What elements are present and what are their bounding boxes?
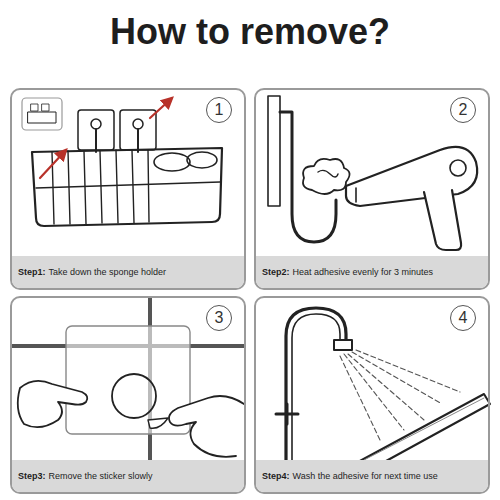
step-number: 2 [459, 102, 468, 118]
step-number-badge: 1 [206, 97, 232, 123]
step-instruction: Take down the sponge holder [49, 267, 167, 278]
dryer-vent [450, 160, 466, 176]
step-number-badge: 4 [450, 305, 476, 331]
faucet-valve [276, 404, 298, 424]
faucet-illustration [276, 308, 490, 472]
step-number: 1 [215, 102, 224, 118]
step-number: 3 [215, 310, 224, 326]
step-label: Step2: [262, 267, 290, 278]
step-panel: Step4:Wash the adhesive for next time us… [254, 296, 490, 494]
step-number-badge: 3 [206, 305, 232, 331]
caption-band: Step1:Take down the sponge holder [12, 256, 244, 288]
page-title: How to remove? [0, 10, 500, 54]
caption-band: Step4:Wash the adhesive for next time us… [256, 460, 488, 492]
hook-knob [133, 119, 143, 129]
step-instruction: Wash the adhesive for next time use [293, 471, 438, 482]
basket-ring [187, 152, 217, 168]
step-instruction: Remove the sticker slowly [49, 471, 153, 482]
step-label: Step3: [18, 471, 46, 482]
faucet-inner [292, 314, 340, 464]
step-panel: Step1:Take down the sponge holder 1 [10, 88, 246, 290]
dryer-body [346, 147, 477, 206]
sponge-holder-illustration [22, 98, 222, 226]
hot-air-puff [303, 159, 350, 194]
heat-wave [318, 170, 338, 177]
sticker-ring [112, 374, 156, 418]
step-label: Step4: [262, 471, 290, 482]
basket-rail [36, 182, 220, 188]
left-hand [18, 381, 88, 427]
step-label: Step1: [18, 267, 46, 278]
dryer-nozzle [355, 188, 357, 202]
inset-sticker [42, 104, 49, 111]
lift-arrow [40, 150, 66, 178]
peeled-corner [148, 418, 168, 428]
dryer-handle [424, 190, 461, 250]
tile-grout [12, 298, 244, 462]
caption-band: Step2:Heat adhesive evenly for 3 minutes [256, 256, 488, 288]
inset-sticker [31, 104, 38, 111]
lift-arrow [150, 98, 172, 118]
wall-edge [268, 96, 280, 206]
strip-edge [364, 398, 484, 460]
hair-dryer-illustration [268, 96, 477, 250]
caption-band: Step3:Remove the sticker slowly [12, 460, 244, 492]
step-instruction: Heat adhesive evenly for 3 minutes [293, 267, 434, 278]
basket-ring [154, 153, 190, 171]
hook-stem [96, 129, 138, 152]
basket-outline [32, 148, 222, 226]
step-panel: Step2:Heat adhesive evenly for 3 minutes… [254, 88, 490, 290]
step-number: 4 [459, 310, 468, 326]
faucet-nozzle [334, 340, 352, 350]
inset-basket [28, 112, 56, 123]
peeling-illustration [12, 298, 244, 462]
right-hand [169, 396, 244, 457]
step-number-badge: 2 [450, 97, 476, 123]
hook-knob [91, 119, 101, 129]
faucet-spout [286, 308, 346, 464]
inset-frame [22, 98, 62, 130]
step-panel: Step3:Remove the sticker slowly 3 [10, 296, 246, 494]
